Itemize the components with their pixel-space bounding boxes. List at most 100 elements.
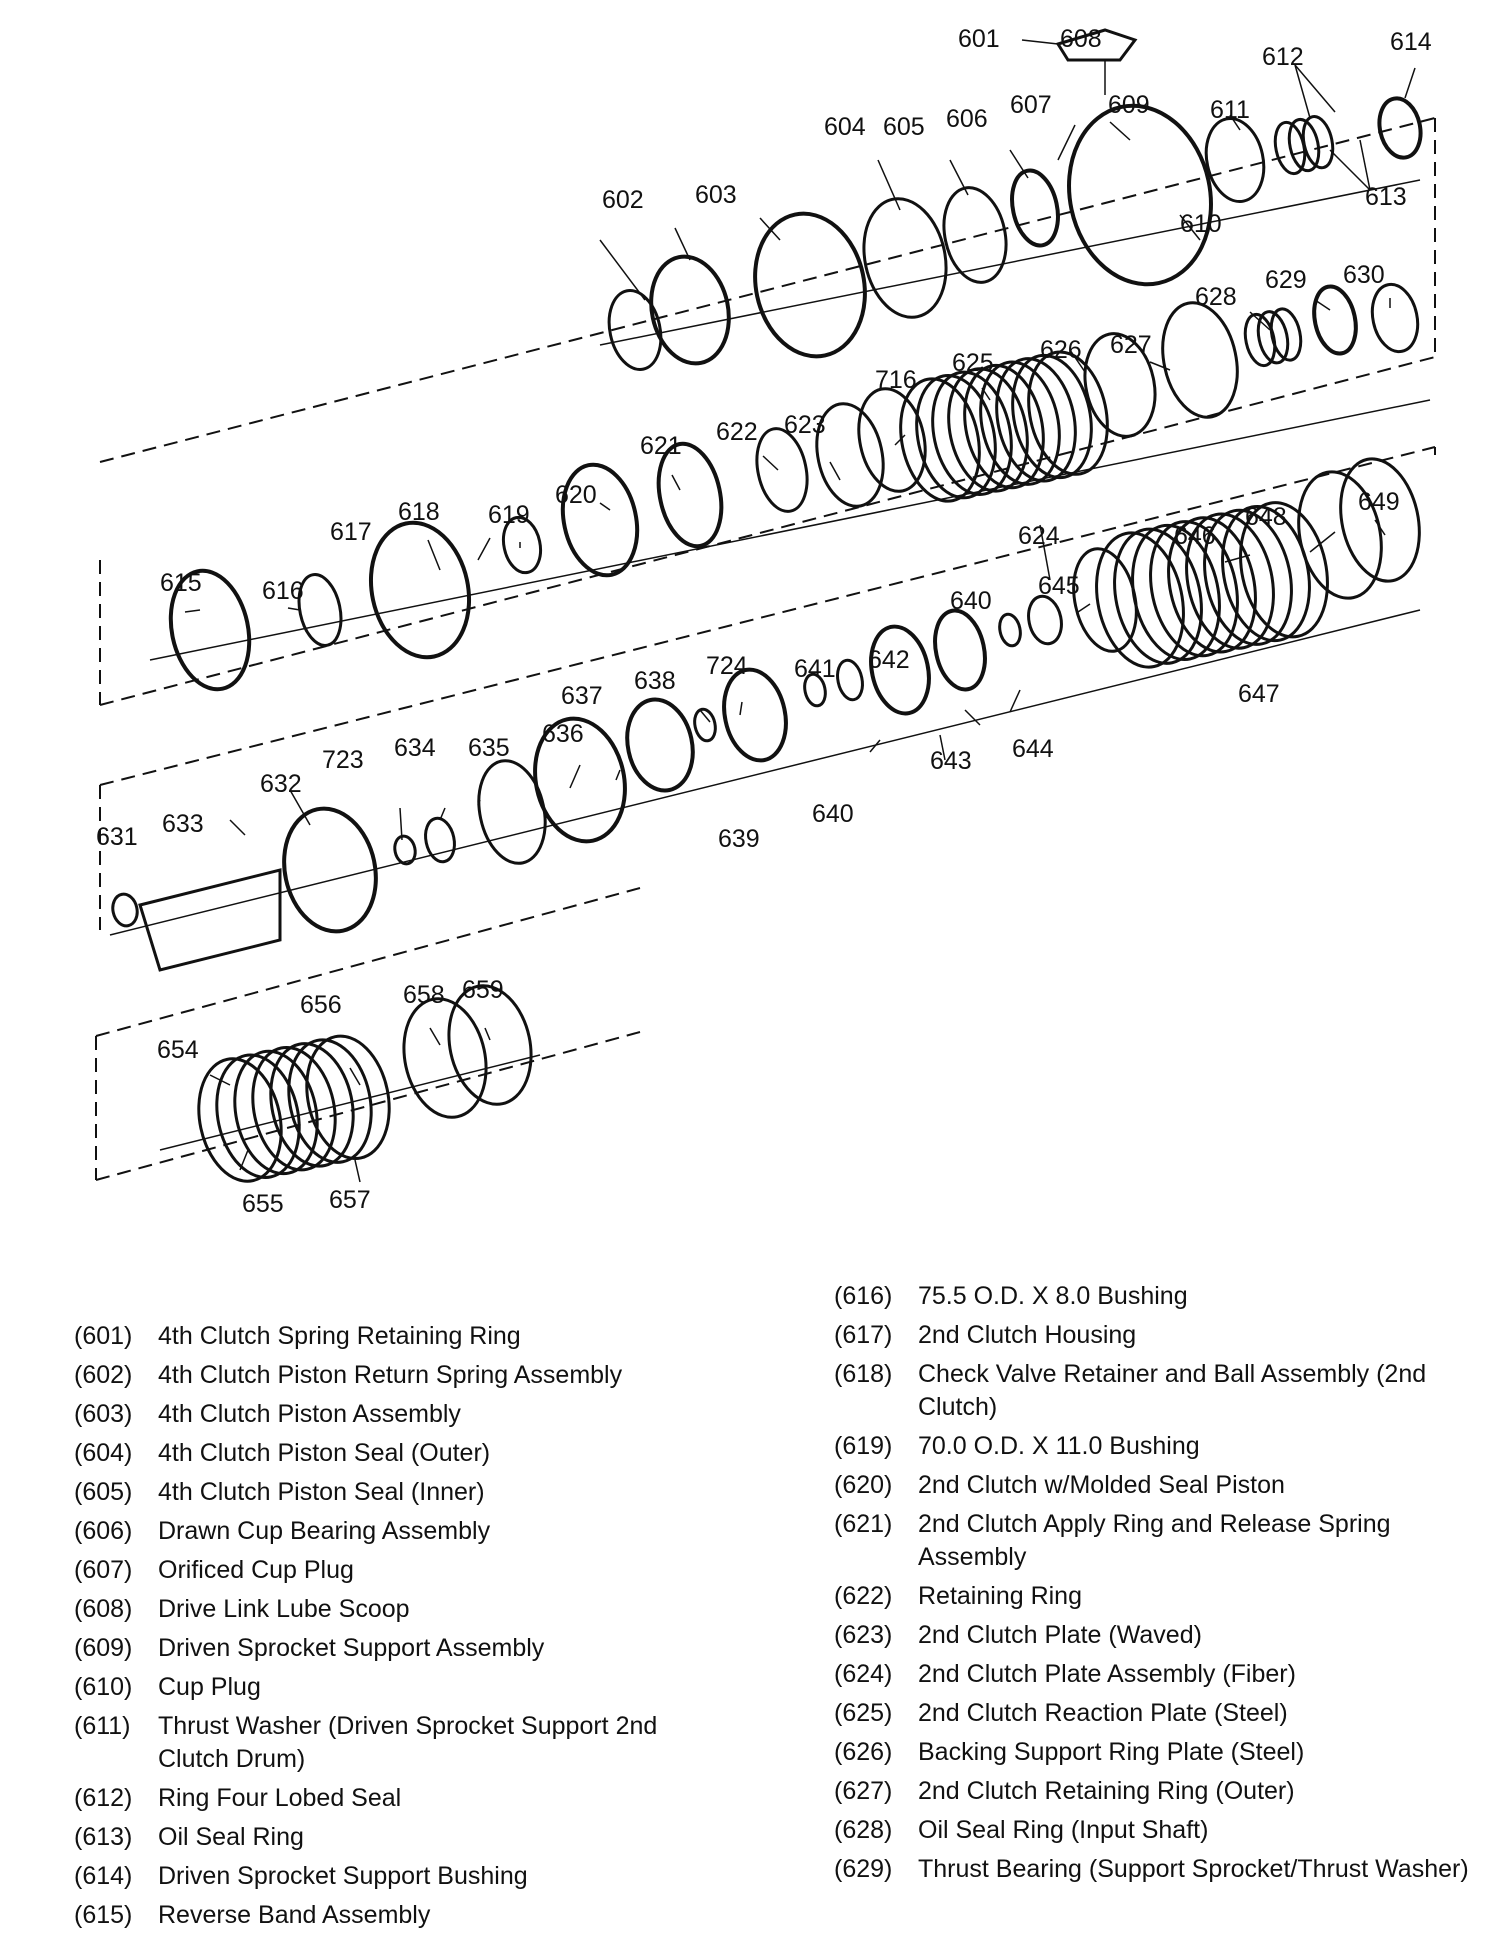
callout-640: 640 [812, 800, 854, 828]
callout-630: 630 [1343, 261, 1385, 289]
legend-description: 4th Clutch Piston Seal (Inner) [158, 1478, 485, 1506]
legend-description: 4th Clutch Piston Seal (Outer) [158, 1439, 491, 1467]
leader-line [484, 1027, 491, 1041]
callout-618: 618 [398, 498, 440, 526]
legend-description: Oil Seal Ring [158, 1823, 304, 1851]
legend-code: (605) [74, 1478, 133, 1506]
callout-625: 625 [952, 349, 994, 377]
legend-description: Oil Seal Ring (Input Shaft) [918, 1816, 1209, 1844]
legend-code: (619) [834, 1432, 893, 1460]
legend-item-616: (616)75.5 O.D. X 8.0 Bushing [834, 1280, 1494, 1313]
legend-description: Driven Sprocket Support Assembly [158, 1634, 545, 1662]
callout-614: 614 [1390, 28, 1432, 56]
callout-602: 602 [602, 186, 644, 214]
legend-code: (613) [74, 1823, 133, 1851]
legend-description: 2nd Clutch Apply Ring and Release Spring… [918, 1510, 1391, 1571]
callout-641: 641 [794, 655, 836, 683]
callout-658: 658 [403, 981, 445, 1009]
leader-line [869, 739, 881, 753]
callout-612: 612 [1262, 43, 1304, 71]
legend-item-623: (623) 2nd Clutch Plate (Waved) [834, 1619, 1494, 1652]
clutch-hub [533, 716, 627, 844]
leader-line [427, 539, 441, 571]
clutch-housing [368, 520, 472, 660]
legend-code: (610) [74, 1673, 133, 1701]
leader-line [354, 1159, 361, 1183]
callout-606: 606 [946, 105, 988, 133]
sprocket-bushing [1377, 96, 1423, 160]
callout-613: 613 [1365, 183, 1407, 211]
ring-part [447, 984, 533, 1106]
leader-line [184, 609, 201, 613]
leader-line [829, 461, 841, 481]
legend-item-603: (603)4th Clutch Piston Assembly [74, 1398, 734, 1431]
callout-622: 622 [716, 418, 758, 446]
clutch-plate-stack [1167, 516, 1257, 654]
clutch-plate-stack [215, 1053, 301, 1179]
legend-code: (620) [834, 1471, 893, 1499]
legend-item-610: (610)Cup Plug [74, 1671, 734, 1704]
legend-item-613: (613) Oil Seal Ring [74, 1821, 734, 1854]
clutch-plate-stack [1131, 523, 1221, 662]
callout-657: 657 [329, 1186, 371, 1214]
legend-code: (602) [74, 1361, 133, 1389]
legend-description: 2nd Clutch Plate (Waved) [918, 1621, 1202, 1649]
legend-code: (604) [74, 1439, 133, 1467]
callout-617: 617 [330, 518, 372, 546]
legend-item-629: (629)Thrust Bearing (Support Sprocket/Th… [834, 1853, 1494, 1886]
lube-scoop [1055, 28, 1138, 62]
callout-601: 601 [958, 25, 1000, 53]
legend-description: Drawn Cup Bearing Assembly [158, 1517, 491, 1545]
clutch-plate-stack [287, 1038, 373, 1164]
leader-line [671, 474, 681, 491]
callout-605: 605 [883, 113, 925, 141]
callout-655: 655 [242, 1190, 284, 1218]
callout-624: 624 [1018, 522, 1060, 550]
parts-legend-left: (601)4th Clutch Spring Retaining Ring(60… [74, 1320, 734, 1938]
panel-frame-line [95, 887, 641, 1037]
leader-line [949, 159, 969, 196]
clutch-plate-stack [1185, 512, 1275, 650]
leader-line [964, 709, 981, 726]
callout-615: 615 [160, 569, 202, 597]
leader-line [1359, 139, 1371, 191]
center-axis-line [159, 1054, 541, 1151]
leader-line [1057, 124, 1076, 161]
legend-description: Ring Four Lobed Seal [158, 1784, 402, 1812]
callout-631: 631 [96, 823, 138, 851]
reverse-band [168, 568, 252, 692]
clutch-plate-stack [1149, 520, 1239, 658]
clutch-plate-stack [899, 377, 981, 503]
callout-640: 640 [950, 587, 992, 615]
legend-code: (628) [834, 1816, 893, 1844]
small-ring [693, 707, 717, 743]
leader-line [1179, 214, 1201, 241]
shaft-end [111, 892, 139, 928]
legend-code: (623) [834, 1621, 893, 1649]
legend-code: (601) [74, 1322, 133, 1350]
legend-code: (625) [834, 1699, 893, 1727]
leader-line [1077, 603, 1091, 613]
callout-648: 648 [1245, 503, 1287, 531]
legend-item-614: (614)Driven Sprocket Support Bushing [74, 1860, 734, 1893]
legend-code: (621) [834, 1510, 893, 1538]
callout-611: 611 [1210, 96, 1250, 124]
leader-line [1249, 311, 1271, 331]
leader-line [1069, 349, 1086, 373]
callout-646: 646 [1174, 522, 1216, 550]
four-lobed-seal [1301, 115, 1335, 170]
ring-part [722, 667, 788, 763]
legend-description: 2nd Clutch Reaction Plate (Steel) [918, 1699, 1288, 1727]
callout-724: 724 [706, 652, 748, 680]
apply-ring-spring [656, 441, 724, 549]
legend-description: 2nd Clutch Plate Assembly (Fiber) [918, 1660, 1296, 1688]
legend-code: (612) [74, 1784, 133, 1812]
legend-description: Thrust Washer (Driven Sprocket Support 2… [158, 1712, 658, 1773]
clutch-plate-stack [233, 1049, 319, 1176]
oil-seal-ring [1256, 310, 1290, 365]
clutch-plate-stack [1027, 350, 1109, 476]
legend-description: Retaining Ring [918, 1582, 1082, 1610]
legend-item-617: (617)2nd Clutch Housing [834, 1319, 1494, 1352]
leader-line [877, 159, 901, 211]
